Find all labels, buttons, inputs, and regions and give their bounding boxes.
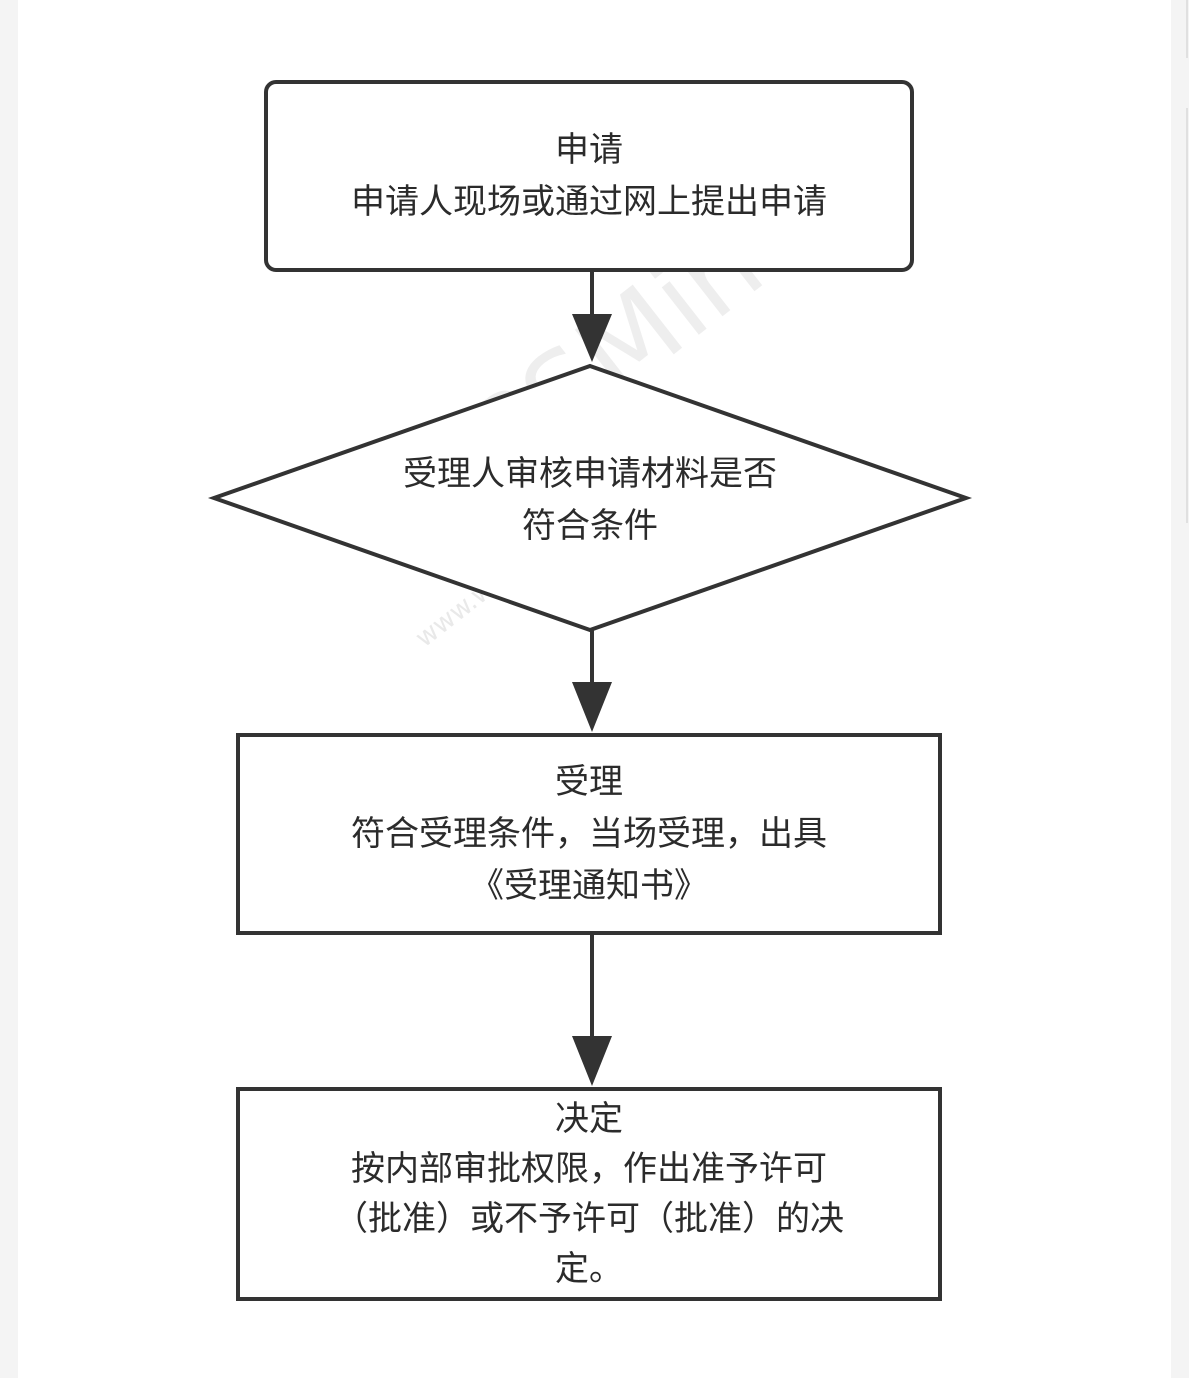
node-decide: 决定 按内部审批权限，作出准予许可 （批准）或不予许可（批准）的决 定。 <box>238 1089 940 1299</box>
node-accept-box <box>236 733 942 935</box>
node-apply: 申请 申请人现场或通过网上提出申请 <box>266 82 912 270</box>
edge-divider-mid <box>1186 108 1188 523</box>
arrow-apply-to-review-head <box>572 314 612 362</box>
node-apply-line-1: 申请人现场或通过网上提出申请 <box>351 182 827 222</box>
node-review: 受理人审核申请材料是否 符合条件 <box>300 420 880 580</box>
node-decide-title: 决定 <box>555 1099 623 1139</box>
node-accept-title: 受理 <box>555 762 623 802</box>
node-review-line-2: 符合条件 <box>522 506 658 546</box>
node-decide-line-2: （批准）或不予许可（批准）的决 <box>334 1199 844 1239</box>
arrow-accept-to-decide-head <box>572 1036 612 1086</box>
node-apply-box <box>264 80 914 272</box>
node-review-line-1: 受理人审核申请材料是否 <box>403 454 777 494</box>
node-accept-line-1: 符合受理条件，当场受理，出具 <box>351 814 827 854</box>
edge-divider-top <box>1186 0 1188 58</box>
node-decide-line-3: 定。 <box>555 1249 623 1289</box>
node-apply-title: 申请 <box>555 130 623 170</box>
node-accept-line-2: 《受理通知书》 <box>470 866 708 906</box>
node-decide-box <box>236 1087 942 1301</box>
arrow-review-to-accept-head <box>572 682 612 732</box>
node-decide-line-1: 按内部审批权限，作出准予许可 <box>351 1149 827 1189</box>
node-accept: 受理 符合受理条件，当场受理，出具 《受理通知书》 <box>238 735 940 933</box>
